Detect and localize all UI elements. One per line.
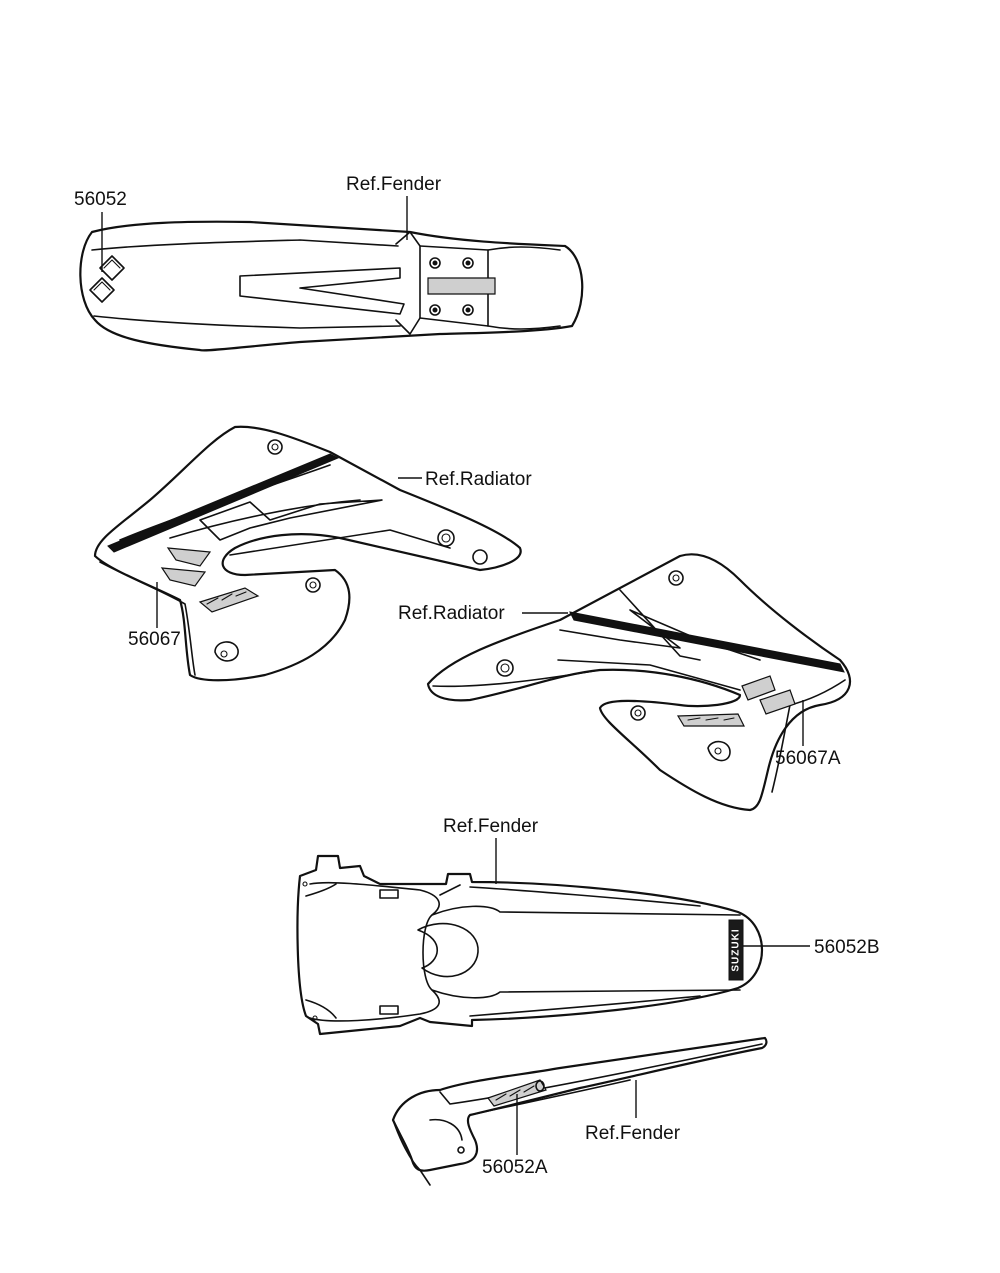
rear-fender-part-label: 56052B bbox=[814, 937, 880, 958]
front-fender: 56052 Ref.Fender bbox=[74, 174, 584, 352]
right-radiator-part-label: 56067A bbox=[775, 748, 841, 769]
rear-fender-ref-label: Ref.Fender bbox=[443, 816, 539, 837]
right-shroud-s-logo-icon bbox=[741, 675, 796, 715]
side-fender-part-label: 56052A bbox=[482, 1157, 548, 1178]
left-radiator-ref-label: Ref.Radiator bbox=[425, 469, 532, 490]
left-shroud-s-logo-icon bbox=[160, 547, 212, 587]
left-shroud-rmz-decal-icon bbox=[198, 587, 260, 613]
right-radiator-shroud: Ref.Radiator 56067A bbox=[398, 553, 852, 812]
right-radiator-ref-label: Ref.Radiator bbox=[398, 603, 505, 624]
rear-fender-side-panel: Ref.Fender 56052A bbox=[391, 1036, 768, 1186]
left-radiator-shroud: Ref.Radiator 56067 bbox=[93, 425, 532, 682]
side-fender-ref-label: Ref.Fender bbox=[585, 1123, 681, 1144]
left-radiator-part-label: 56067 bbox=[128, 629, 181, 650]
rear-fender: SUZUKI Ref.Fender 56052B bbox=[296, 816, 880, 1036]
front-fender-logo-icon bbox=[89, 255, 125, 303]
rear-fender-suzuki-text: SUZUKI bbox=[731, 928, 742, 971]
front-fender-ref-label: Ref.Fender bbox=[346, 174, 442, 195]
right-shroud-rmz-decal-icon bbox=[676, 713, 745, 727]
front-fender-part-label: 56052 bbox=[74, 189, 127, 210]
rear-fender-suzuki-decal: SUZUKI bbox=[728, 919, 744, 981]
side-panel-250-decal bbox=[487, 1079, 547, 1107]
